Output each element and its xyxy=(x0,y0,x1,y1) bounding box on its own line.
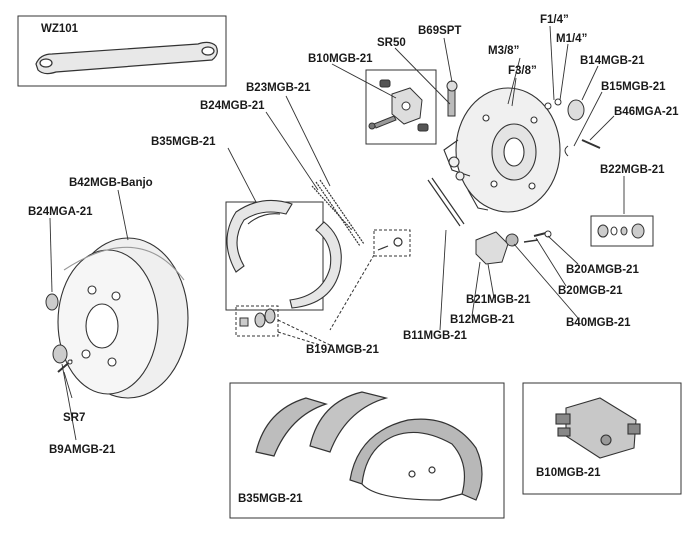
label-wz101: WZ101 xyxy=(41,23,79,35)
label-m3-8: M3/8” xyxy=(488,45,520,57)
label-b42mgb-banjo: B42MGB-Banjo xyxy=(69,177,153,189)
spanner-wz101 xyxy=(35,41,218,75)
label-m1-4: M1/4” xyxy=(556,33,588,45)
label-b20mgb21: B20MGB-21 xyxy=(558,285,623,297)
wz101-frame xyxy=(17,15,227,87)
label-b11mgb21: B11MGB-21 xyxy=(403,330,467,342)
label-b10mgb21-top: B10MGB-21 xyxy=(308,53,373,65)
b22-kit-frame xyxy=(590,215,654,247)
label-f1-4: F1/4” xyxy=(540,14,569,26)
wheel-cylinder-frame xyxy=(365,69,437,145)
shoe-photo-frame xyxy=(229,382,505,519)
label-sr50: SR50 xyxy=(377,37,406,49)
b22-kit-parts xyxy=(597,223,645,239)
brake-shoes-photo xyxy=(255,391,483,501)
label-b9amgb21: B9AMGB-21 xyxy=(49,444,116,456)
b19-dashed-leader xyxy=(277,254,375,346)
brake-drum xyxy=(57,237,189,399)
leader-lines xyxy=(49,25,625,441)
spring-dashed-frame xyxy=(373,229,411,257)
bleed-parts xyxy=(446,80,601,157)
return-springs xyxy=(311,177,465,251)
label-b40mgb21: B40MGB-21 xyxy=(566,317,631,329)
label-b14mgb21: B14MGB-21 xyxy=(580,55,645,67)
cylinder-photo-frame xyxy=(522,382,682,495)
brake-shoes-assembly xyxy=(226,199,342,309)
drum-fasteners xyxy=(45,293,73,373)
lower-wheel-cylinder xyxy=(475,230,552,265)
label-b23mgb21: B23MGB-21 xyxy=(246,82,311,94)
label-b10mgb21-bottom: B10MGB-21 xyxy=(536,467,601,479)
label-f3-8: F3/8” xyxy=(508,65,537,77)
wheel-cylinder-photo xyxy=(555,397,641,459)
label-b21mgb21: B21MGB-21 xyxy=(466,294,531,306)
wheel-cylinder-exploded xyxy=(368,79,429,132)
label-sr7: SR7 xyxy=(63,412,86,424)
label-b69spt: B69SPT xyxy=(418,25,462,37)
label-b12mgb21: B12MGB-21 xyxy=(450,314,515,326)
adjuster-dashed-frame xyxy=(235,305,279,337)
label-b15mgb21: B15MGB-21 xyxy=(601,81,666,93)
label-b24mgb21: B24MGB-21 xyxy=(200,100,265,112)
label-b22mgb21: B22MGB-21 xyxy=(600,164,665,176)
label-b20amgb21: B20AMGB-21 xyxy=(566,264,639,276)
label-b35mgb21-bottom: B35MGB-21 xyxy=(238,493,303,505)
label-b46mga21: B46MGA-21 xyxy=(614,106,679,118)
adjuster-parts xyxy=(239,308,276,328)
backing-plate xyxy=(443,87,561,213)
label-b24mga21: B24MGA-21 xyxy=(28,206,93,218)
label-b19amgb21: B19AMGB-21 xyxy=(306,344,379,356)
label-b35mgb21-top: B35MGB-21 xyxy=(151,136,216,148)
